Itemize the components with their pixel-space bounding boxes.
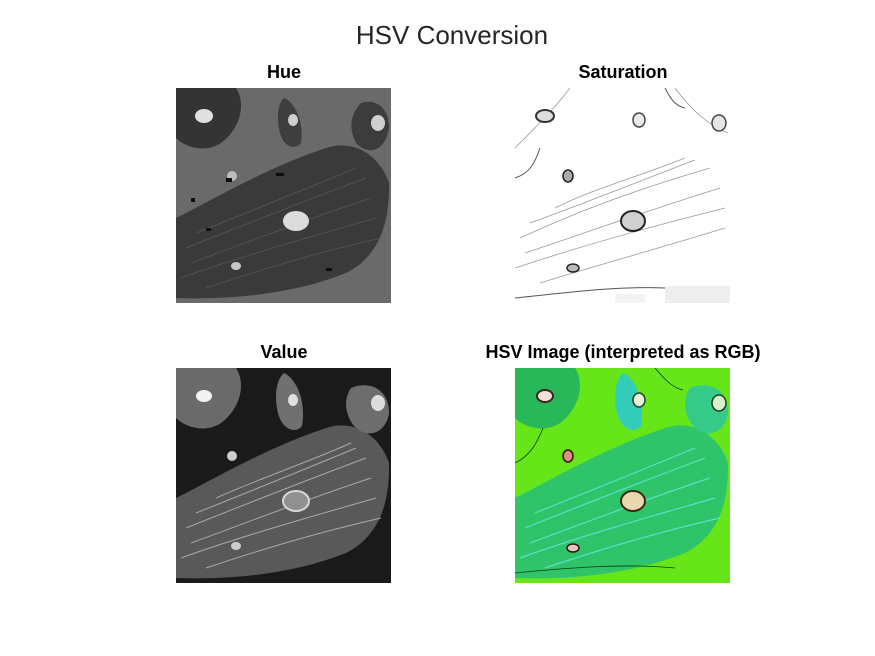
value-panel-title: Value [260,342,308,362]
saturation-panel-title: Saturation [578,62,668,82]
hsv-rgb-image [515,368,730,583]
hue-panel-title: Hue [266,62,301,82]
figure-title: HSV Conversion [355,20,549,50]
saturation-image [515,88,730,303]
hue-image [176,88,391,303]
value-image [176,368,391,583]
hsv-rgb-panel-title: HSV Image (interpreted as RGB) [485,342,761,362]
